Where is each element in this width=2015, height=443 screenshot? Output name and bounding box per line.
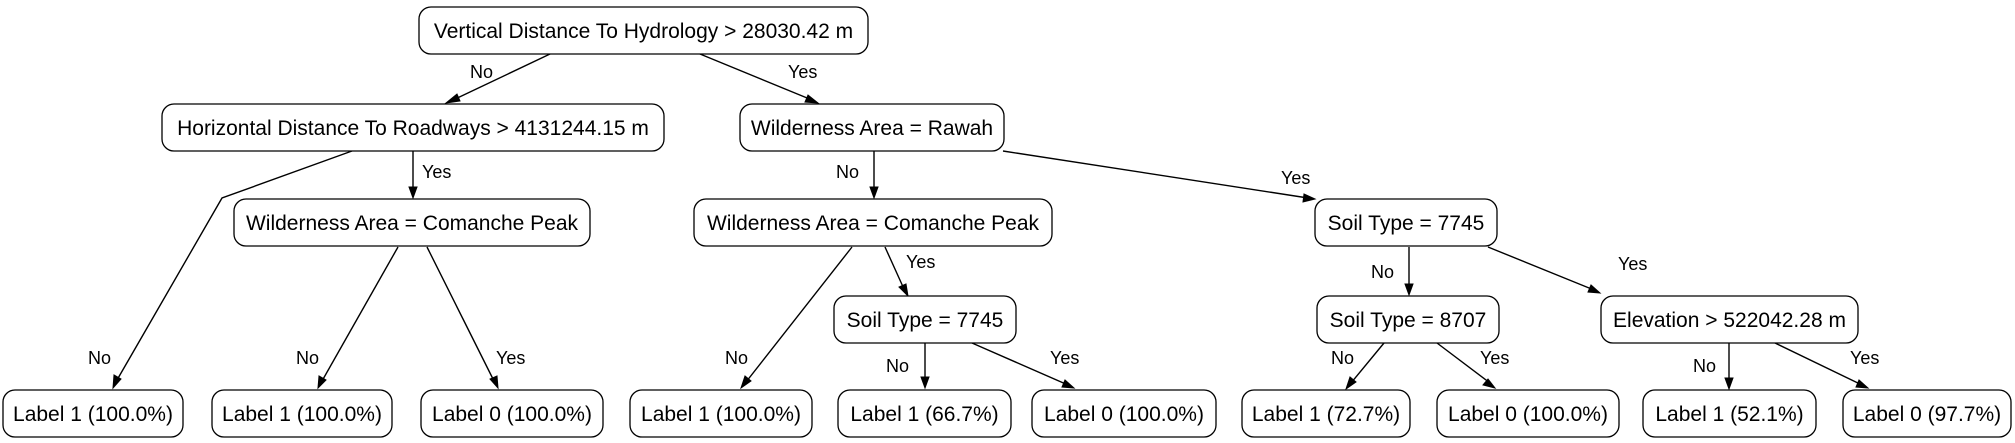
leaf-node: Label 0 (100.0%) (1031, 389, 1217, 438)
edge-n8-l9: No (1693, 343, 1734, 391)
edge-label: Yes (422, 162, 451, 182)
decision-node: Vertical Distance To Hydrology > 28030.4… (418, 6, 869, 55)
leaf-node: Label 0 (100.0%) (420, 389, 604, 438)
leaf-label: Label 0 (97.7%) (1853, 403, 2001, 426)
node-label: Wilderness Area = Comanche Peak (707, 212, 1040, 235)
decision-node: Wilderness Area = Comanche Peak (233, 198, 591, 247)
leaf-node: Label 1 (52.1%) (1642, 389, 1817, 438)
leaf-node: Label 1 (72.7%) (1241, 389, 1411, 438)
leaf-node: Label 1 (100.0%) (629, 389, 813, 438)
edge-label: Yes (906, 252, 935, 272)
edge-n7-l8: Yes (1436, 342, 1509, 389)
edge-label: No (88, 348, 111, 368)
node-label: Wilderness Area = Comanche Peak (246, 212, 579, 235)
node-label: Elevation > 522042.28 m (1613, 309, 1846, 332)
edge-label: Yes (1281, 168, 1310, 188)
edge-n6-l5: No (886, 343, 930, 390)
edge-n2-n4: No (836, 151, 879, 200)
edge-n8-l10: Yes (1774, 342, 1879, 389)
leaf-label: Label 1 (66.7%) (850, 403, 998, 426)
node-label: Vertical Distance To Hydrology > 28030.4… (434, 20, 853, 43)
decision-node: Soil Type = 8707 (1316, 295, 1500, 344)
decision-node: Elevation > 522042.28 m (1600, 295, 1859, 344)
edge-label: No (725, 348, 748, 368)
edge-label: No (1331, 348, 1354, 368)
edge-label: No (1693, 356, 1716, 376)
leaf-label: Label 0 (100.0%) (1448, 403, 1608, 426)
edge-n0-n2: Yes (699, 53, 820, 104)
node-label: Horizontal Distance To Roadways > 413124… (177, 117, 649, 140)
edge-n4-n6: Yes (884, 246, 935, 298)
edge-n7-l7: No (1331, 342, 1385, 391)
leaf-label: Label 1 (72.7%) (1252, 403, 1400, 426)
edge-label: No (836, 162, 859, 182)
edge-n1-l1: No (88, 150, 353, 390)
leaf-label: Label 1 (100.0%) (641, 403, 801, 426)
node-label: Soil Type = 7745 (1328, 212, 1485, 235)
edge-n0-n1: No (444, 53, 551, 104)
node-label: Soil Type = 7745 (847, 309, 1004, 332)
decision-node: Soil Type = 7745 (1314, 198, 1498, 247)
edge-n5-n7: No (1371, 247, 1414, 297)
edge-label: Yes (496, 348, 525, 368)
edge-label: Yes (1480, 348, 1509, 368)
edge-n6-l6: Yes (971, 342, 1079, 389)
edge-label: No (296, 348, 319, 368)
leaf-node: Label 0 (100.0%) (1436, 389, 1620, 438)
edge-n3-l2: No (296, 246, 399, 390)
leaf-node: Label 1 (100.0%) (211, 389, 393, 438)
decision-node: Soil Type = 7745 (833, 295, 1017, 344)
leaf-node: Label 1 (66.7%) (837, 389, 1012, 438)
decision-node: Wilderness Area = Comanche Peak (693, 198, 1053, 247)
decision-node: Wilderness Area = Rawah (739, 103, 1005, 152)
edge-label: No (1371, 262, 1394, 282)
edge-label: Yes (788, 62, 817, 82)
leaf-label: Label 1 (52.1%) (1655, 403, 1803, 426)
edge-label: No (886, 356, 909, 376)
node-label: Soil Type = 8707 (1330, 309, 1487, 332)
edge-n5-n8: Yes (1487, 246, 1647, 294)
leaf-label: Label 1 (100.0%) (222, 403, 382, 426)
leaf-node: Label 1 (100.0%) (2, 389, 184, 438)
edge-n3-l3: Yes (426, 246, 525, 390)
decision-node: Horizontal Distance To Roadways > 413124… (161, 103, 665, 152)
edge-label: Yes (1618, 254, 1647, 274)
edge-label: Yes (1050, 348, 1079, 368)
leaf-label: Label 0 (100.0%) (432, 403, 592, 426)
edge-label: No (470, 62, 493, 82)
edge-n2-n5: Yes (1002, 150, 1317, 203)
leaf-node: Label 0 (97.7%) (1842, 389, 2012, 438)
leaf-label: Label 0 (100.0%) (1044, 403, 1204, 426)
leaf-label: Label 1 (100.0%) (13, 403, 173, 426)
edge-n1-n3: Yes (408, 151, 451, 200)
edge-label: Yes (1850, 348, 1879, 368)
node-label: Wilderness Area = Rawah (751, 117, 993, 140)
edge-n4-l4: No (725, 246, 853, 390)
